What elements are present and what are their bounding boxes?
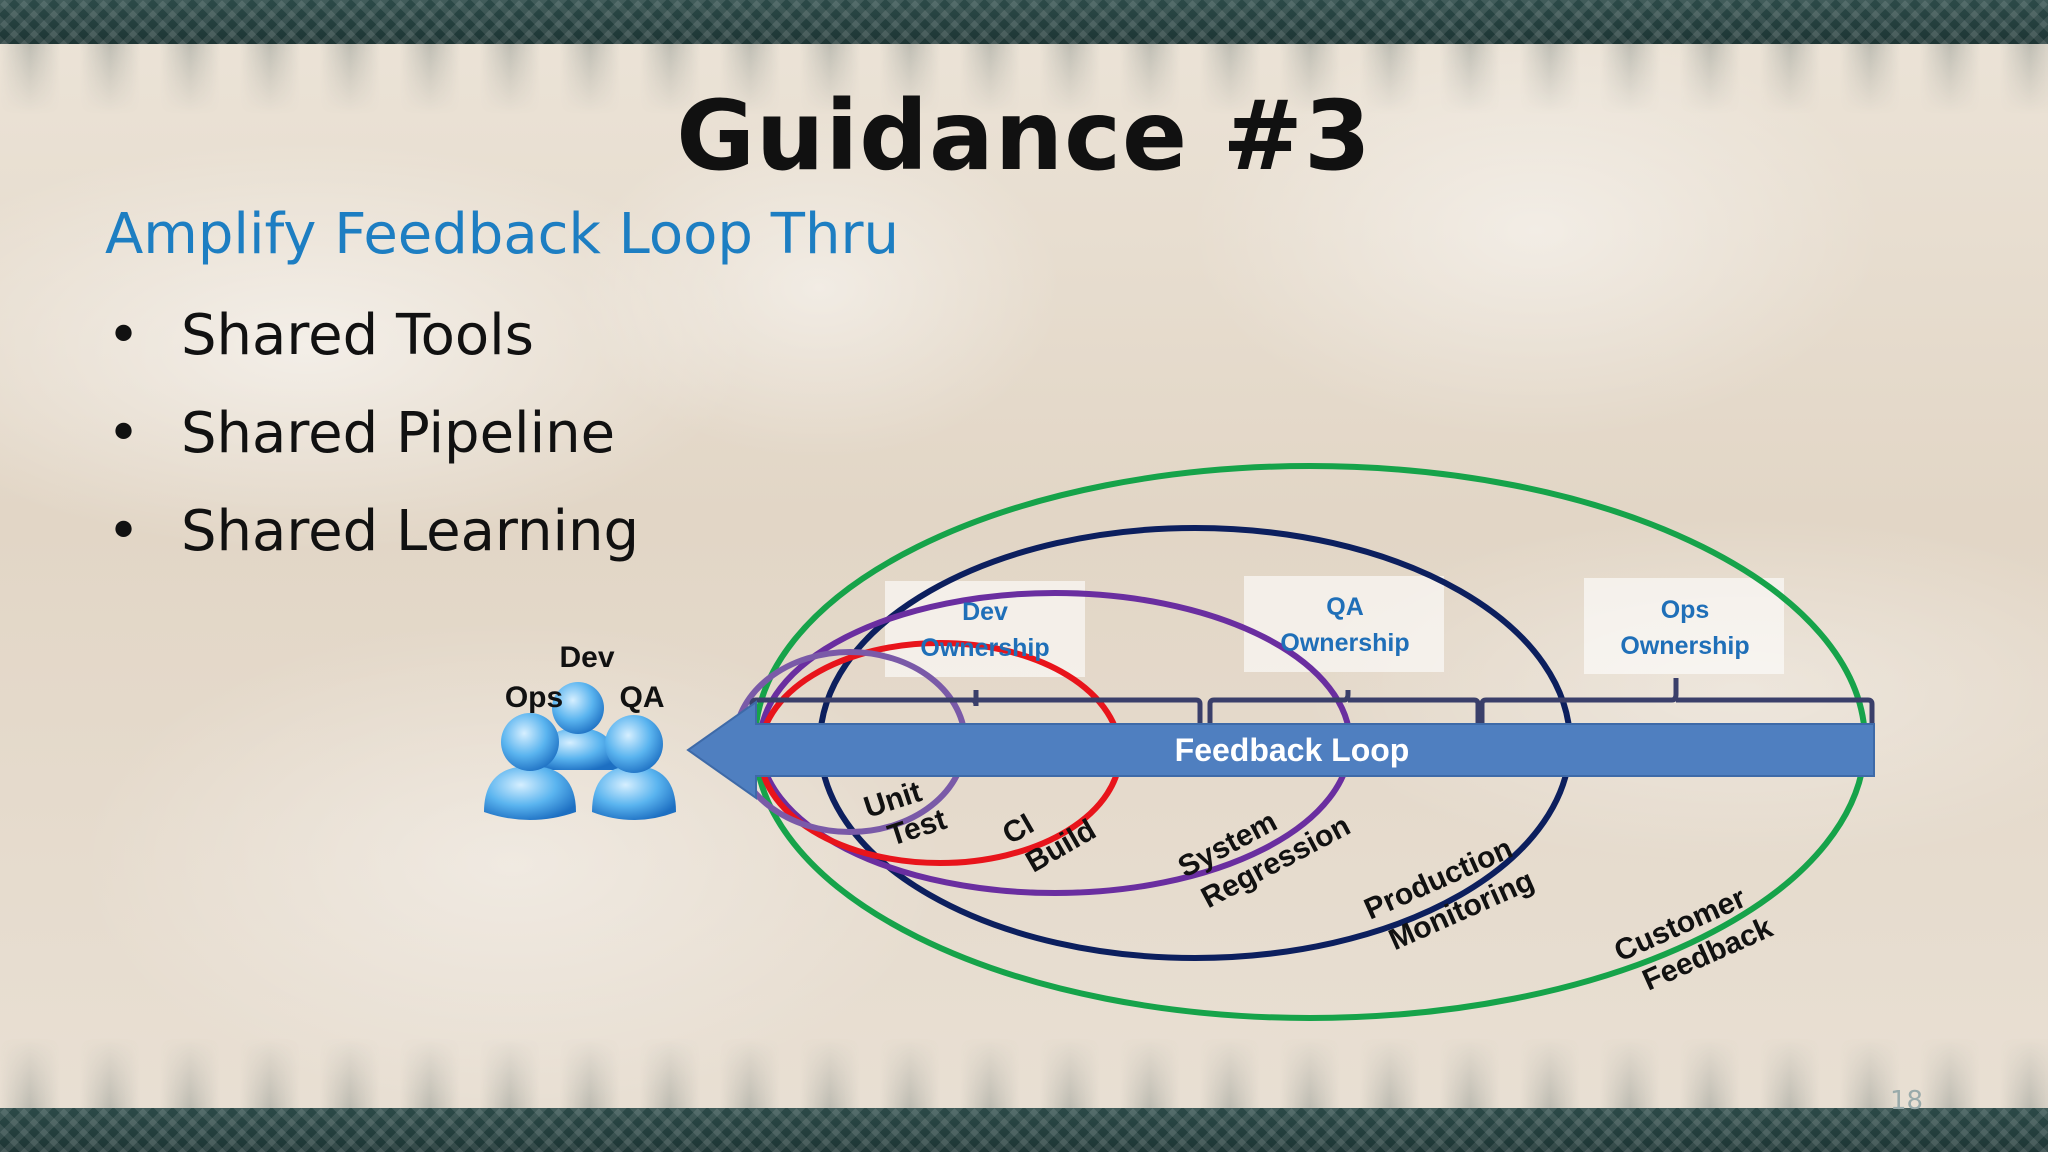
top-border-band (0, 0, 2048, 44)
team-people-icon (484, 682, 676, 820)
loop-label-ci-build: CI Build (997, 807, 1102, 879)
ownership-box-ops (1584, 578, 1784, 674)
bullet-glyph: • (107, 303, 141, 368)
bullet-item: • Shared Tools (105, 296, 639, 394)
loop-label-production-monitoring: Production Monitoring (1359, 832, 1539, 957)
ownership-labels: Dev Ownership QA Ownership Ops Ownership (920, 593, 1749, 662)
ownership-label-ops-line2: Ownership (1620, 632, 1749, 660)
bullet-list: • Shared Tools • Shared Pipeline • Shared L… (105, 296, 639, 590)
bullet-text: Shared Learning (181, 499, 640, 564)
bullet-glyph: • (107, 401, 141, 466)
team-label-qa: QA (620, 681, 665, 714)
person-right-icon (592, 715, 676, 820)
ownership-box-qa (1244, 576, 1444, 672)
slide-title: Guidance #3 (676, 80, 1372, 192)
loop-label-unit-test: Unit Test (860, 775, 951, 852)
top-border-fringe (0, 44, 2048, 114)
bottom-border-fringe (0, 1038, 2048, 1108)
bullet-text: Shared Tools (181, 303, 534, 368)
feedback-loop-label: Feedback Loop (1175, 732, 1410, 768)
ownership-label-qa-line2: Ownership (1280, 629, 1409, 657)
bullet-text: Shared Pipeline (181, 401, 616, 466)
loop-label-line2: Build (1020, 813, 1101, 879)
slide-number: 18 (1890, 1086, 1924, 1116)
team-label-ops: Ops (505, 681, 563, 714)
ownership-label-dev-line1: Dev (962, 598, 1008, 626)
person-left-icon (484, 713, 576, 820)
stage-brackets (749, 678, 1875, 724)
slide-subtitle: Amplify Feedback Loop Thru (105, 202, 899, 267)
bottom-border-band (0, 1108, 2048, 1152)
ownership-label-dev-line2: Ownership (920, 634, 1049, 662)
team-labels: Dev Ops QA (505, 641, 665, 714)
person-center-icon (538, 682, 618, 770)
feedback-loop-arrow (686, 700, 1875, 800)
bullet-item: • Shared Pipeline (105, 394, 639, 492)
bullet-item: • Shared Learning (105, 492, 639, 590)
bracket-dev (749, 690, 1203, 724)
ownership-label-qa-line1: QA (1326, 593, 1364, 621)
team-label-dev: Dev (559, 641, 614, 674)
bracket-qa (1207, 690, 1481, 724)
ownership-label-ops-line1: Ops (1661, 596, 1710, 624)
bullet-glyph: • (107, 499, 141, 564)
bracket-ops (1479, 678, 1875, 724)
